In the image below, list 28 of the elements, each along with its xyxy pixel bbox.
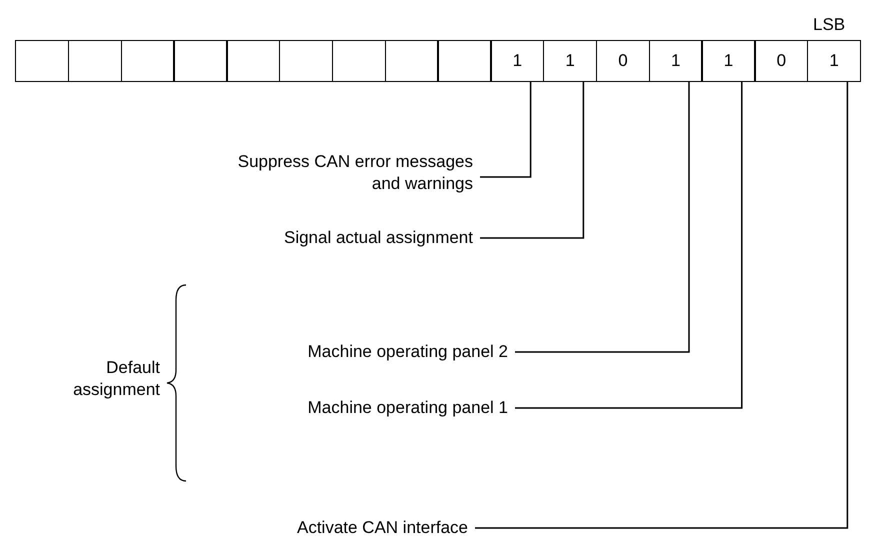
bit-cell	[226, 40, 280, 82]
bit-cell: 1	[807, 40, 862, 82]
bit-description: Machine operating panel 2	[308, 341, 508, 363]
bit-description: Machine operating panel 1	[308, 397, 508, 419]
leader-line	[515, 82, 743, 409]
bit-cell: 1	[648, 40, 703, 82]
bit-cell	[120, 40, 175, 82]
bit-cell	[173, 40, 228, 82]
bit-cell: 1	[543, 40, 598, 82]
bit-label: LSB	[813, 14, 846, 36]
bit-cell	[384, 40, 439, 82]
leader-line	[480, 82, 584, 239]
leader-line	[475, 82, 848, 529]
bit-cell	[332, 40, 386, 82]
bit-description: Signal actual assignment	[284, 227, 473, 249]
group-label: Default assignment	[72, 357, 160, 401]
bit-cell	[15, 40, 70, 82]
bit-cell: 0	[754, 40, 808, 82]
bit-description: Suppress CAN error messages and warnings	[223, 151, 473, 195]
bit-cell	[437, 40, 492, 82]
bit-cell: 0	[596, 40, 650, 82]
bit-cell: 1	[701, 40, 756, 82]
bit-description: Activate CAN interface	[296, 517, 468, 539]
leader-line	[480, 82, 532, 178]
bit-cell	[68, 40, 122, 82]
bit-cell: 1	[490, 40, 544, 82]
leader-line	[515, 82, 690, 353]
bit-cell	[279, 40, 334, 82]
